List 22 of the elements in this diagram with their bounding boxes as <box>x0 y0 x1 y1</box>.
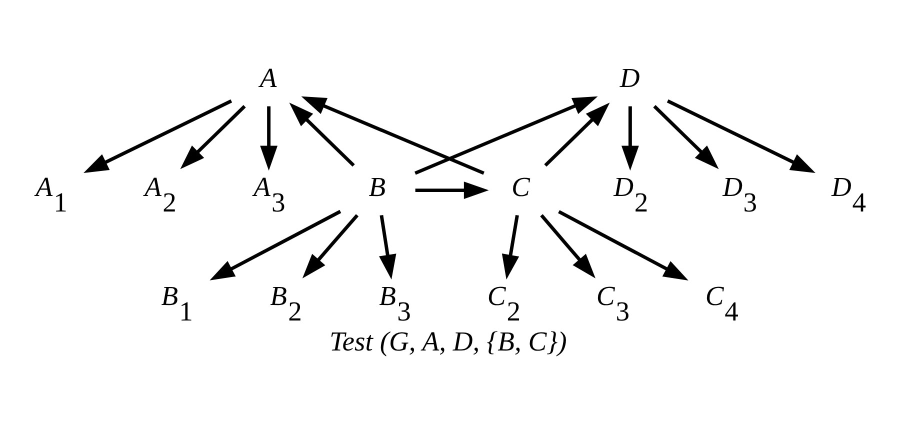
arrow <box>414 96 598 175</box>
arrow <box>302 214 359 278</box>
arrow <box>180 105 246 170</box>
arrow <box>415 182 489 200</box>
arrow <box>544 102 610 167</box>
arrow <box>540 214 596 278</box>
arrow <box>653 105 719 170</box>
arrow <box>502 214 520 280</box>
arrow <box>260 106 278 171</box>
arrow <box>289 102 355 167</box>
arrow <box>666 99 816 174</box>
arrow <box>621 106 639 171</box>
caption: Test (G, A, D, {B, C}) <box>330 325 567 356</box>
arrow <box>84 99 232 174</box>
arrow <box>558 210 688 280</box>
arrow <box>379 215 396 280</box>
node-text: A <box>260 62 277 93</box>
node-text: B <box>368 170 386 202</box>
node-text: C <box>512 170 530 202</box>
arrow <box>301 96 484 175</box>
node-text: D <box>620 62 640 93</box>
arrow <box>210 210 342 280</box>
